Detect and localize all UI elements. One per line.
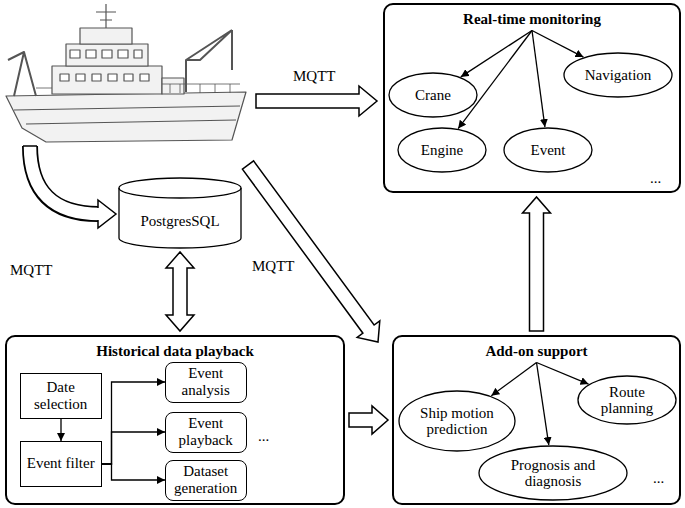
connector-arrow — [60, 419, 61, 441]
module-ellipse: Navigation — [563, 52, 673, 98]
ship-hull-line — [14, 106, 240, 124]
connector-arrow — [537, 363, 589, 385]
ship-wheelhouse — [80, 28, 132, 44]
database-cylinder: PostgresSQL — [118, 178, 242, 248]
ellipsis-mark: ... — [258, 428, 269, 445]
connector-arrow — [491, 363, 536, 396]
ship-superstructure — [52, 66, 162, 94]
module-ellipse: Event — [503, 127, 593, 173]
connector-arrow — [532, 31, 583, 58]
flow-block-arrow — [349, 406, 388, 434]
protocol-label: MQTT — [252, 258, 295, 275]
connector-arrow — [461, 31, 532, 77]
node-label: Engine — [409, 142, 476, 159]
node-label: PostgresSQL — [124, 213, 236, 230]
mqtt-arrow — [242, 161, 379, 342]
flow-block-arrow — [166, 252, 194, 331]
node-label: Route planning — [590, 384, 664, 417]
connector-arrow — [102, 464, 165, 480]
node-label: Event analysis — [171, 365, 241, 398]
connector-arrow — [102, 382, 165, 464]
module-ellipse: Ship motion prediction — [398, 390, 516, 452]
mqtt-arrow — [98, 200, 116, 228]
ship-crane — [186, 30, 232, 92]
flow-block-arrow — [523, 197, 551, 331]
node-label: Ship motion prediction — [413, 405, 500, 438]
panel-heading: Add-on support — [394, 343, 679, 360]
group-panel: Add-on supportShip motion prediction Rout… — [392, 335, 681, 505]
ship-rail — [36, 84, 240, 93]
ship-a-frame — [8, 52, 36, 96]
node-label: Date selection — [26, 379, 96, 412]
node-label: Event filter — [26, 455, 96, 472]
process-box: Event playback — [165, 412, 247, 453]
node-label: Event playback — [171, 415, 241, 448]
ellipsis-mark: ... — [650, 170, 661, 187]
process-box: Dataset generation — [165, 460, 247, 501]
group-panel: Historical data playbackDate selectionEv… — [5, 335, 345, 505]
protocol-label: MQTT — [10, 262, 53, 279]
mqtt-arrow — [256, 86, 377, 116]
process-box: Event filter — [20, 441, 102, 487]
module-ellipse: Engine — [397, 127, 487, 173]
node-label: Prognosis and diagnosis — [498, 457, 609, 490]
node-label: Crane — [400, 87, 467, 104]
protocol-label: MQTT — [293, 68, 336, 85]
mqtt-arrow — [30, 146, 100, 214]
module-ellipse: Route planning — [577, 375, 677, 425]
mqtt-arrow — [23, 86, 380, 342]
connector-arrow — [537, 363, 549, 446]
node-label: Navigation — [577, 67, 658, 84]
process-box: Event analysis — [165, 362, 247, 403]
node-label: Event — [515, 142, 582, 159]
node-label: Dataset generation — [171, 463, 241, 496]
module-ellipse: Crane — [388, 72, 478, 118]
ship-hull — [6, 92, 246, 142]
ship-deck-house — [162, 78, 184, 94]
module-ellipse: Prognosis and diagnosis — [478, 445, 628, 501]
connector-arrow — [458, 31, 532, 129]
panel-heading: Real-time monitoring — [385, 11, 679, 28]
panel-heading: Historical data playback — [7, 343, 343, 360]
group-panel: Real-time monitoringCrane NavigationEngin… — [383, 3, 681, 193]
ship-mast — [96, 4, 116, 28]
connector-arrow — [532, 31, 545, 128]
ship-bridge — [66, 44, 148, 66]
process-box: Date selection — [20, 373, 102, 419]
connector-arrow — [102, 432, 165, 464]
ellipsis-mark: ... — [653, 470, 664, 487]
